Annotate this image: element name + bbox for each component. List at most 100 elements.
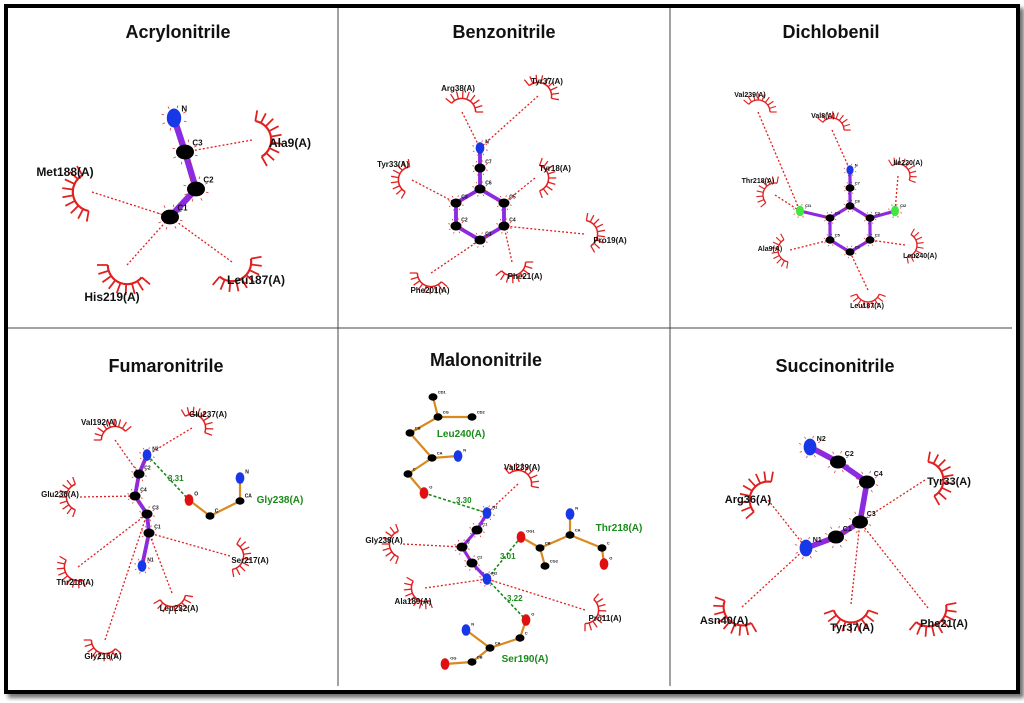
exposure-ray bbox=[852, 174, 854, 176]
exposure-ray bbox=[891, 204, 893, 207]
atom-label: CD2 bbox=[477, 409, 486, 414]
arc-spoke bbox=[743, 99, 750, 105]
residue-label: Thr218(A) bbox=[742, 178, 775, 185]
arc-spoke bbox=[941, 486, 952, 493]
exposure-ray bbox=[194, 154, 198, 157]
arc-curve bbox=[832, 609, 870, 624]
exposure-ray bbox=[843, 531, 847, 534]
exposure-ray bbox=[482, 173, 485, 176]
exposure-ray bbox=[461, 221, 464, 224]
exposure-ray bbox=[193, 145, 197, 148]
exposure-ray bbox=[184, 193, 188, 196]
residue-bond bbox=[569, 533, 603, 550]
exposure-ray bbox=[864, 220, 866, 222]
arc-spoke bbox=[168, 606, 171, 615]
atom-label: CG2 bbox=[550, 558, 559, 563]
arc-spoke bbox=[72, 476, 76, 485]
exposure-ray bbox=[834, 470, 836, 474]
contact-line bbox=[411, 179, 457, 204]
residue-label: Leu232(A) bbox=[160, 604, 199, 613]
arc-spoke bbox=[245, 274, 255, 283]
atom-c bbox=[852, 515, 868, 529]
hbond-residue-label: Thr218(A) bbox=[596, 523, 643, 534]
atom-label: C4 bbox=[874, 471, 883, 478]
atom-c bbox=[133, 469, 145, 479]
atom-o bbox=[419, 487, 429, 499]
arc-curve bbox=[777, 239, 789, 263]
atom-c bbox=[187, 181, 205, 197]
arc-spoke bbox=[776, 258, 782, 264]
arc-curve bbox=[891, 163, 911, 181]
exposure-ray bbox=[131, 476, 134, 479]
exposure-ray bbox=[832, 451, 835, 455]
arc-spoke bbox=[97, 652, 101, 661]
arc-spoke bbox=[495, 270, 502, 277]
exposure-ray bbox=[198, 176, 201, 180]
arc-spoke bbox=[269, 147, 280, 154]
arc-spoke bbox=[62, 484, 70, 490]
atom-label: CB bbox=[477, 654, 483, 659]
atom-label: O bbox=[531, 612, 534, 617]
atom-n bbox=[461, 624, 471, 636]
hydrophobic-arc bbox=[409, 272, 448, 295]
arc-spoke bbox=[888, 159, 893, 166]
atom-c bbox=[428, 393, 438, 401]
exposure-ray bbox=[482, 525, 485, 528]
hbond-line bbox=[146, 454, 190, 501]
atom-c bbox=[403, 470, 413, 478]
arc-spoke bbox=[243, 557, 252, 561]
arc-spoke bbox=[403, 588, 412, 591]
exposure-ray bbox=[134, 568, 137, 571]
arc-spoke bbox=[249, 269, 260, 276]
arc-spoke bbox=[466, 91, 470, 100]
exposure-ray bbox=[454, 549, 457, 552]
exposure-ray bbox=[804, 436, 807, 440]
exposure-ray bbox=[178, 140, 181, 144]
arc-spoke bbox=[823, 609, 835, 615]
exposure-ray bbox=[826, 458, 830, 460]
hydrophobic-arc bbox=[381, 523, 399, 565]
exposure-ray bbox=[852, 210, 854, 212]
arc-curve bbox=[915, 604, 948, 628]
arc-spoke bbox=[909, 170, 917, 174]
atom-label: C bbox=[413, 466, 416, 471]
arc-spoke bbox=[745, 624, 750, 636]
residue-label: Leu240(A) bbox=[903, 253, 937, 260]
exposure-ray bbox=[149, 519, 152, 522]
arc-spoke bbox=[70, 204, 80, 214]
exposure-ray bbox=[509, 221, 512, 224]
arc-spoke bbox=[590, 245, 596, 253]
arc-spoke bbox=[503, 467, 510, 474]
exposure-ray bbox=[475, 160, 478, 163]
arc-curve bbox=[416, 272, 443, 288]
arc-spoke bbox=[101, 422, 108, 430]
exposure-ray bbox=[870, 489, 873, 493]
panel-title: Benzonitrile bbox=[452, 22, 555, 42]
arc-spoke bbox=[505, 274, 510, 283]
arc-curve bbox=[71, 174, 89, 212]
hydrophobic-arc bbox=[62, 165, 90, 222]
arc-spoke bbox=[915, 250, 922, 255]
exposure-ray bbox=[139, 516, 142, 519]
atom-label: N bbox=[245, 470, 249, 476]
exposure-ray bbox=[482, 245, 485, 248]
hbond-residue-label: Gly238(A) bbox=[257, 495, 304, 506]
atom-n bbox=[482, 507, 492, 519]
exposure-ray bbox=[808, 536, 810, 540]
arc-spoke bbox=[241, 561, 250, 567]
exposure-ray bbox=[183, 120, 187, 123]
exposure-ray bbox=[140, 491, 143, 494]
arc-curve bbox=[450, 97, 477, 113]
exposure-ray bbox=[157, 212, 161, 215]
exposure-ray bbox=[874, 236, 876, 238]
arc-spoke bbox=[203, 416, 211, 422]
atom-label: CD1 bbox=[438, 389, 447, 394]
arc-spoke bbox=[406, 576, 414, 582]
arc-curve bbox=[762, 182, 778, 204]
arc-spoke bbox=[714, 596, 726, 602]
contact-line bbox=[91, 191, 171, 218]
hbond-distance: 3.30 bbox=[456, 496, 472, 505]
arc-curve bbox=[586, 219, 599, 247]
residue-label: Phe21(A) bbox=[508, 272, 543, 281]
arc-spoke bbox=[936, 623, 944, 634]
